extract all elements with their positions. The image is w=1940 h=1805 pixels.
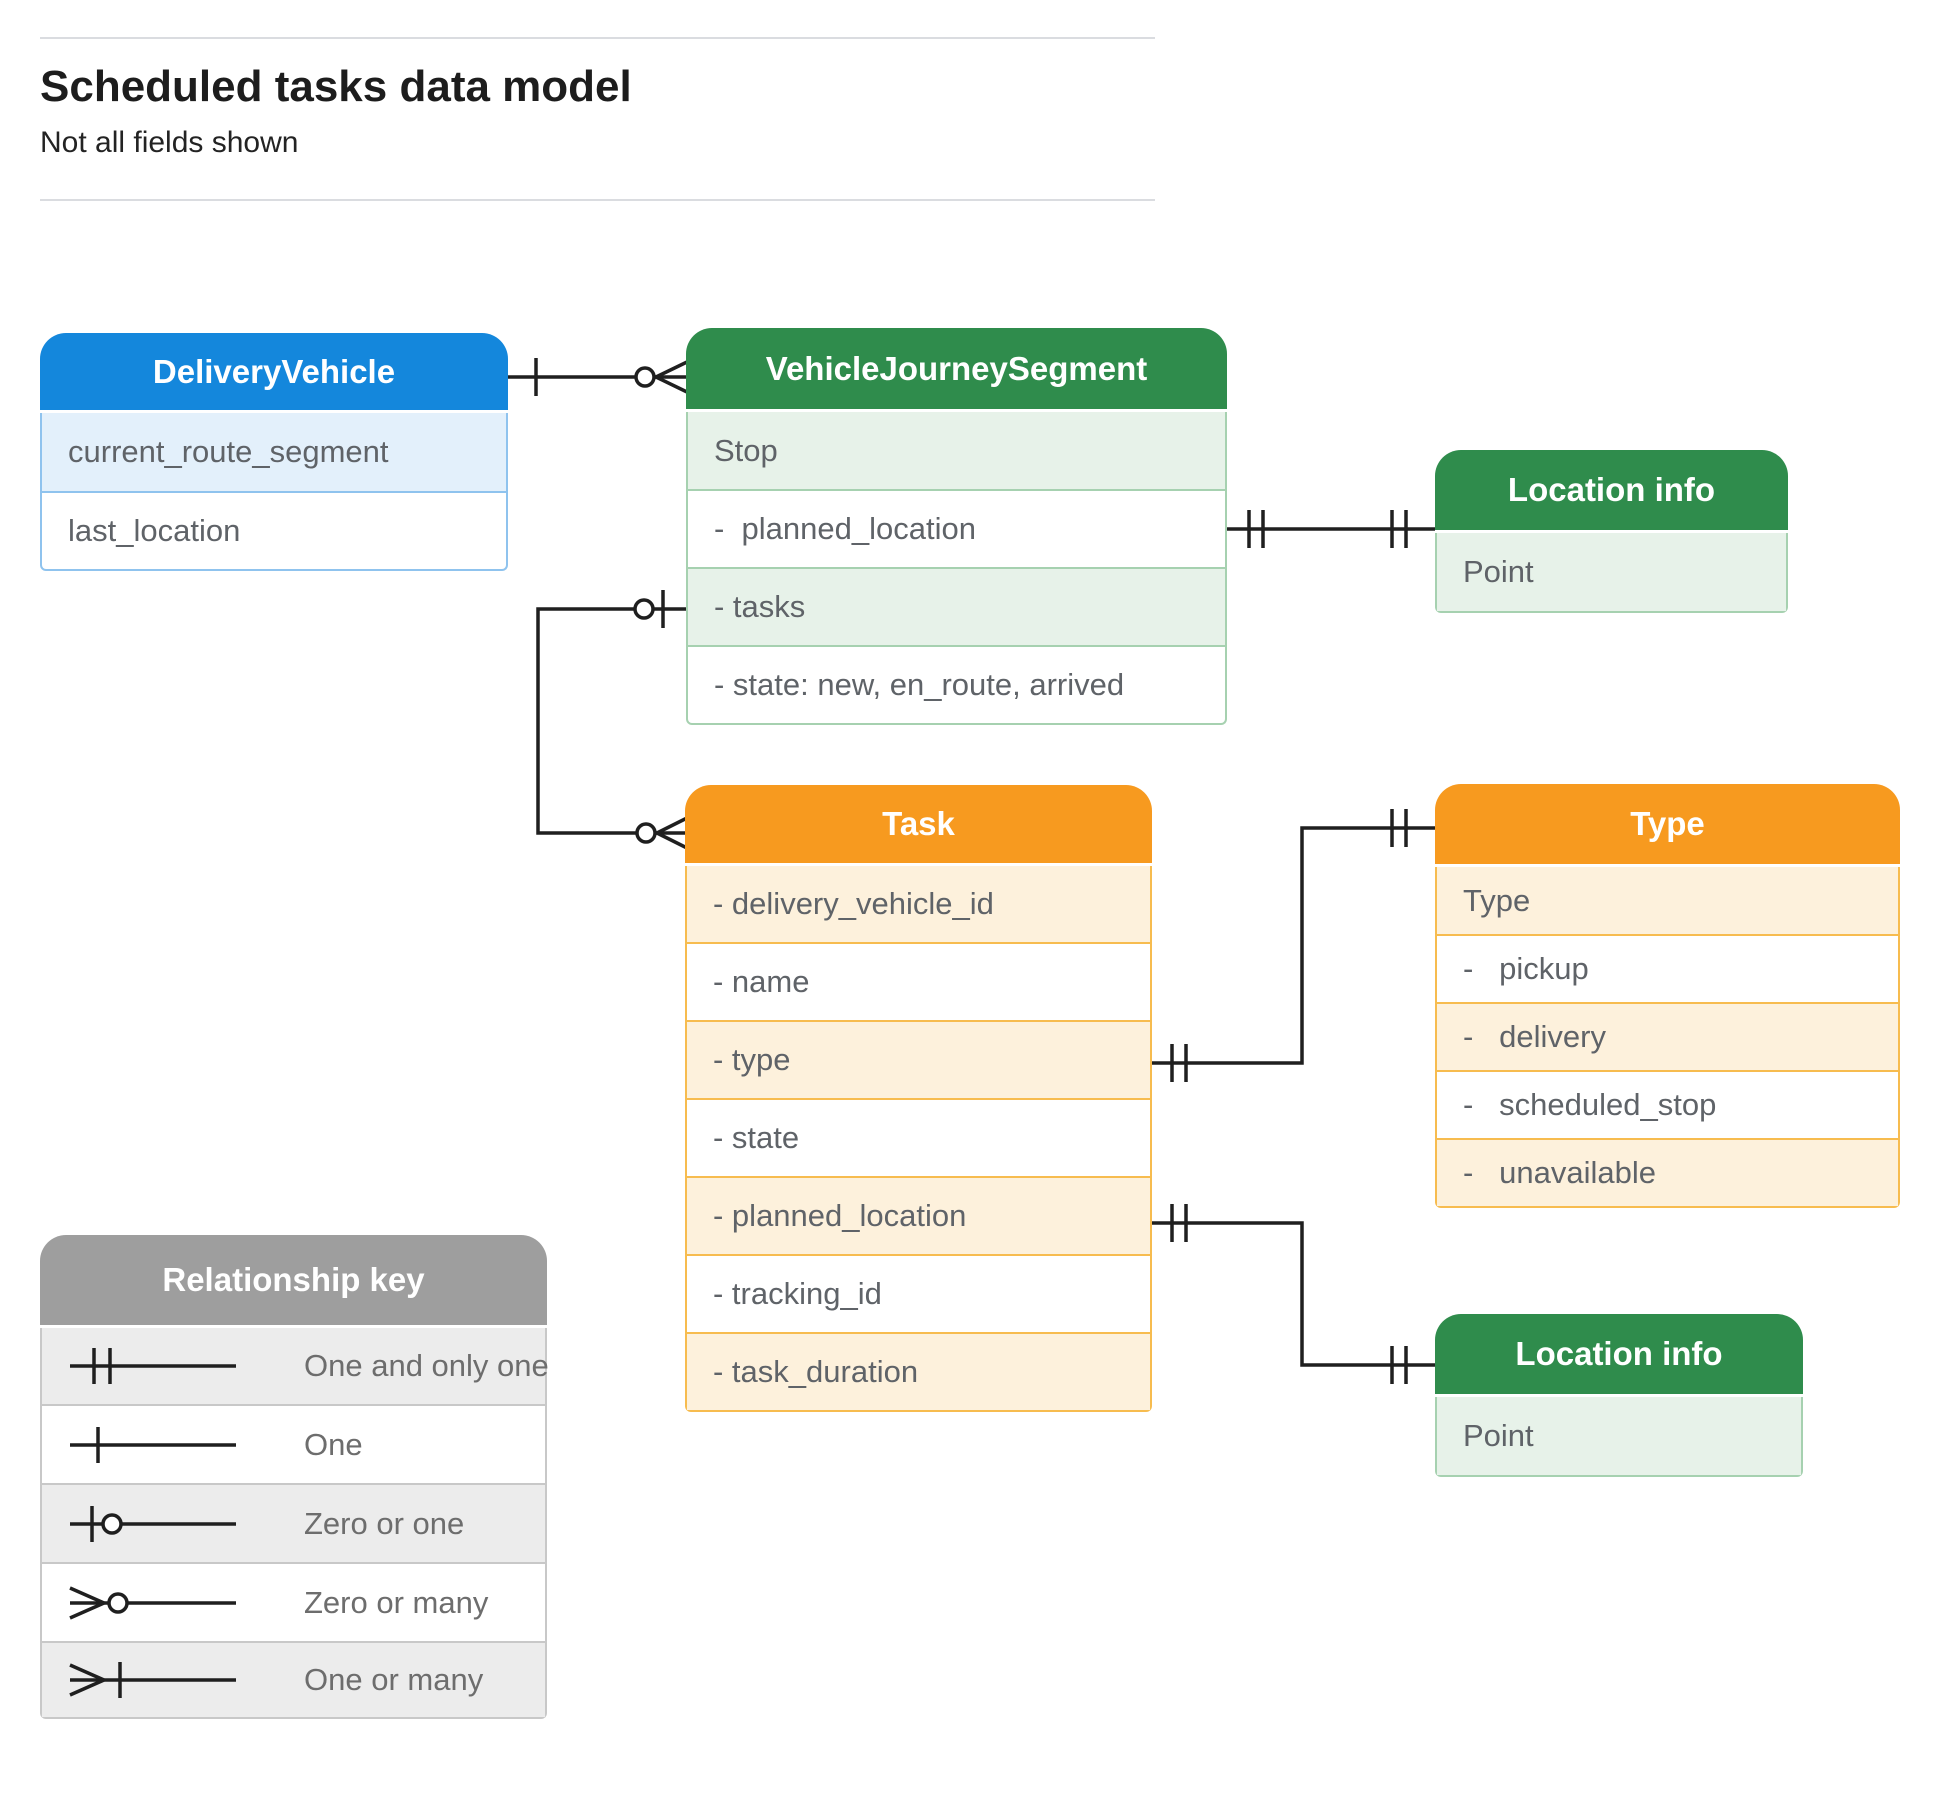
connector-task-planned-location-to-location-info-bottom bbox=[1152, 1204, 1435, 1384]
field-row: - pickup bbox=[1437, 934, 1898, 1002]
legend-row-zero-or-many: Zero or many bbox=[42, 1562, 545, 1641]
one-icon bbox=[70, 1426, 236, 1463]
entity-task-title: Task bbox=[685, 785, 1152, 863]
field-label: - state: new, en_route, arrived bbox=[714, 667, 1125, 702]
zero-or-many-icon bbox=[69, 1585, 236, 1620]
field-label: - planned_location bbox=[714, 511, 976, 546]
field-row: - unavailable bbox=[1437, 1138, 1898, 1206]
entity-location-info-bottom-title: Location info bbox=[1435, 1314, 1803, 1394]
field-row: last_location bbox=[42, 491, 506, 569]
legend-label: Zero or one bbox=[304, 1505, 465, 1541]
legend-label: One and only one bbox=[304, 1348, 549, 1383]
field-row: Stop bbox=[688, 412, 1225, 489]
entity-type: Type Type - pickup - delivery - schedule… bbox=[1435, 784, 1900, 1208]
field-label: - scheduled_stop bbox=[1463, 1087, 1717, 1122]
field-label: - delivery_vehicle_id bbox=[713, 886, 994, 921]
entity-type-fields: Type - pickup - delivery - scheduled_sto… bbox=[1435, 867, 1900, 1208]
page-title: Scheduled tasks data model bbox=[40, 62, 632, 111]
field-label: - tracking_id bbox=[713, 1276, 882, 1311]
one-and-only-one-icon bbox=[70, 1348, 236, 1384]
field-label: - task_duration bbox=[713, 1354, 919, 1389]
legend-label: One or many bbox=[304, 1662, 484, 1697]
field-row: Type bbox=[1437, 867, 1898, 934]
entity-delivery-vehicle-title: DeliveryVehicle bbox=[40, 333, 508, 410]
field-row: - type bbox=[687, 1020, 1150, 1098]
relationship-key-title: Relationship key bbox=[40, 1235, 547, 1325]
field-row: Point bbox=[1437, 533, 1786, 611]
field-row: - name bbox=[687, 942, 1150, 1020]
field-label: Point bbox=[1463, 554, 1534, 589]
field-row: - tracking_id bbox=[687, 1254, 1150, 1332]
entity-vehicle-journey-segment-fields: Stop - planned_location - tasks - state:… bbox=[686, 412, 1227, 725]
field-label: - planned_location bbox=[713, 1198, 967, 1233]
field-row: - delivery_vehicle_id bbox=[687, 866, 1150, 942]
field-row: - state bbox=[687, 1098, 1150, 1176]
field-row: - tasks bbox=[688, 567, 1225, 645]
legend-row-one-and-only-one: One and only one bbox=[42, 1328, 549, 1404]
connector-deliveryvehicle-to-vehiclejourneysegment bbox=[508, 358, 688, 396]
one-or-many-icon bbox=[69, 1662, 236, 1698]
entity-task-fields: - delivery_vehicle_id - name - type - st… bbox=[685, 866, 1152, 1412]
entity-location-info-bottom-fields: Point bbox=[1435, 1397, 1803, 1477]
legend-row-zero-or-one: Zero or one bbox=[42, 1483, 545, 1562]
field-label: - unavailable bbox=[1463, 1155, 1657, 1190]
field-label: current_route_segment bbox=[68, 434, 389, 469]
field-label: - name bbox=[713, 964, 810, 999]
legend-label: Zero or many bbox=[304, 1584, 489, 1620]
entity-location-info-top-fields: Point bbox=[1435, 533, 1788, 613]
title-divider bbox=[40, 199, 1155, 201]
page-subtitle: Not all fields shown bbox=[40, 126, 299, 159]
field-row: - state: new, en_route, arrived bbox=[688, 645, 1225, 723]
field-label: Type bbox=[1463, 882, 1531, 918]
connector-vehiclejourneysegment-tasks-to-task bbox=[536, 590, 688, 850]
entity-task: Task - delivery_vehicle_id - name - type… bbox=[685, 785, 1152, 1412]
connector-task-type-to-type bbox=[1152, 809, 1435, 1082]
legend-label: One bbox=[304, 1426, 363, 1462]
zero-or-one-icon bbox=[70, 1505, 236, 1542]
field-label: - type bbox=[713, 1042, 791, 1077]
legend-row-one: One bbox=[42, 1404, 545, 1483]
relationship-key-rows: One and only one One Zero or one Zero or… bbox=[40, 1328, 549, 1719]
field-row: - delivery bbox=[1437, 1002, 1898, 1070]
field-row: - task_duration bbox=[687, 1332, 1150, 1410]
field-label: - pickup bbox=[1463, 951, 1589, 986]
field-row: Point bbox=[1437, 1397, 1801, 1475]
entity-location-info-top: Location info Point bbox=[1435, 450, 1788, 613]
entity-vehicle-journey-segment-title: VehicleJourneySegment bbox=[686, 328, 1227, 409]
field-row: - planned_location bbox=[687, 1176, 1150, 1254]
field-label: Stop bbox=[714, 432, 778, 468]
entity-delivery-vehicle: DeliveryVehicle current_route_segment la… bbox=[40, 333, 508, 571]
entity-type-title: Type bbox=[1435, 784, 1900, 864]
field-label: Point bbox=[1463, 1418, 1534, 1453]
connector-vehiclejourneysegment-to-location-info-top bbox=[1227, 510, 1435, 548]
relationship-key: Relationship key One and only one One Ze… bbox=[40, 1235, 549, 1719]
top-divider bbox=[40, 37, 1155, 39]
field-label: - state bbox=[713, 1120, 800, 1155]
field-label: - tasks bbox=[714, 589, 806, 624]
legend-row-one-or-many: One or many bbox=[42, 1641, 545, 1717]
field-label: - delivery bbox=[1463, 1019, 1606, 1054]
field-row: - planned_location bbox=[688, 489, 1225, 567]
field-row: current_route_segment bbox=[42, 413, 506, 491]
entity-delivery-vehicle-fields: current_route_segment last_location bbox=[40, 413, 508, 571]
entity-location-info-bottom: Location info Point bbox=[1435, 1314, 1803, 1477]
field-row: - scheduled_stop bbox=[1437, 1070, 1898, 1138]
field-label: last_location bbox=[68, 513, 241, 548]
entity-location-info-top-title: Location info bbox=[1435, 450, 1788, 530]
entity-vehicle-journey-segment: VehicleJourneySegment Stop - planned_loc… bbox=[686, 328, 1227, 725]
